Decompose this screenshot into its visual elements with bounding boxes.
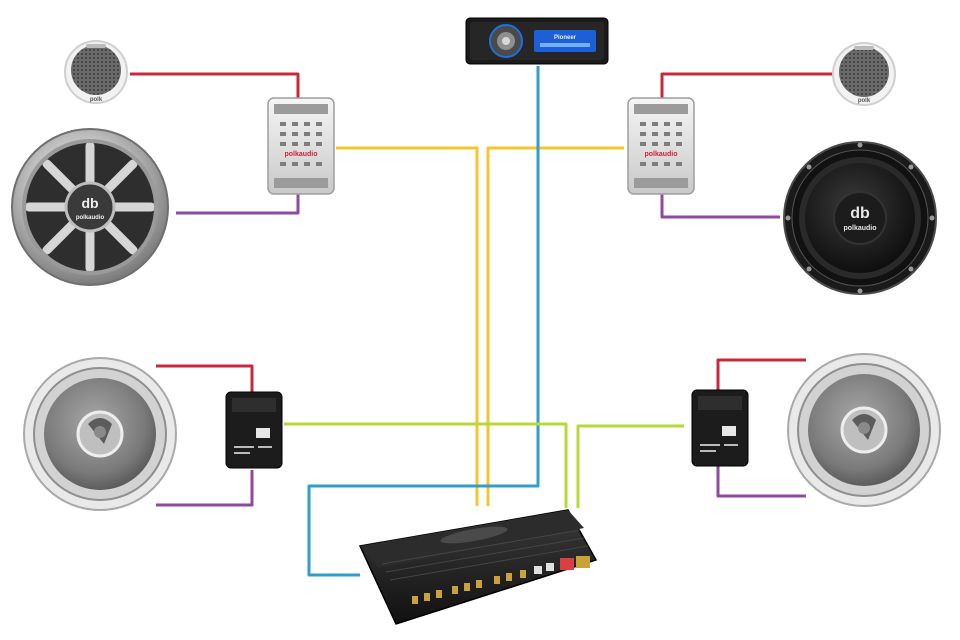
coaxial-speaker-right: [787, 353, 941, 507]
crossover-left: polkaudio: [267, 97, 335, 195]
wire-yellow-right: [486, 146, 624, 506]
crossover-logo-left: polkaudio: [284, 151, 317, 158]
tweeter-top-right: polk: [832, 42, 896, 106]
crossover-right: polkaudio: [627, 97, 695, 195]
wire-red-bottom-left: [156, 364, 254, 392]
wire-yellow-left: [336, 146, 479, 506]
crossover-logo-right: polkaudio: [644, 151, 677, 158]
wire-red-top-left: [130, 72, 300, 100]
amplifier: [358, 509, 598, 625]
wire-purple-top-right: [660, 192, 780, 219]
wire-red-bottom-right: [716, 358, 806, 392]
wire-green-left: [284, 422, 568, 508]
coaxial-speaker-left: [23, 357, 177, 511]
wire-red-top-right: [660, 72, 832, 100]
wire-purple-bottom-left: [156, 470, 254, 507]
head-unit-display-brand: Pioneer: [554, 35, 577, 41]
tweeter-top-left: polk: [64, 40, 128, 104]
wire-purple-top-left: [176, 192, 300, 215]
subwoofer-top-right: db polkaudio: [783, 141, 937, 295]
tweeter-badge-left: polk: [90, 97, 103, 103]
bass-blocker-right: [691, 389, 749, 467]
subwoofer-logo-mark: db: [850, 205, 870, 222]
woofer-brand-left: polkaudio: [76, 215, 105, 221]
wire-purple-bottom-right: [716, 466, 806, 498]
wires: [130, 66, 832, 577]
woofer-top-left: db polkaudio: [11, 128, 169, 286]
head-unit-display: [534, 30, 596, 52]
head-unit: Pioneer: [465, 17, 609, 65]
subwoofer-brand: polkaudio: [843, 225, 876, 232]
bass-blocker-left: [225, 391, 283, 469]
wire-blue-head: [307, 66, 540, 577]
woofer-logo-mark-left: db: [81, 195, 98, 211]
wire-green-right: [576, 424, 684, 508]
tweeter-badge-right: polk: [858, 98, 871, 104]
